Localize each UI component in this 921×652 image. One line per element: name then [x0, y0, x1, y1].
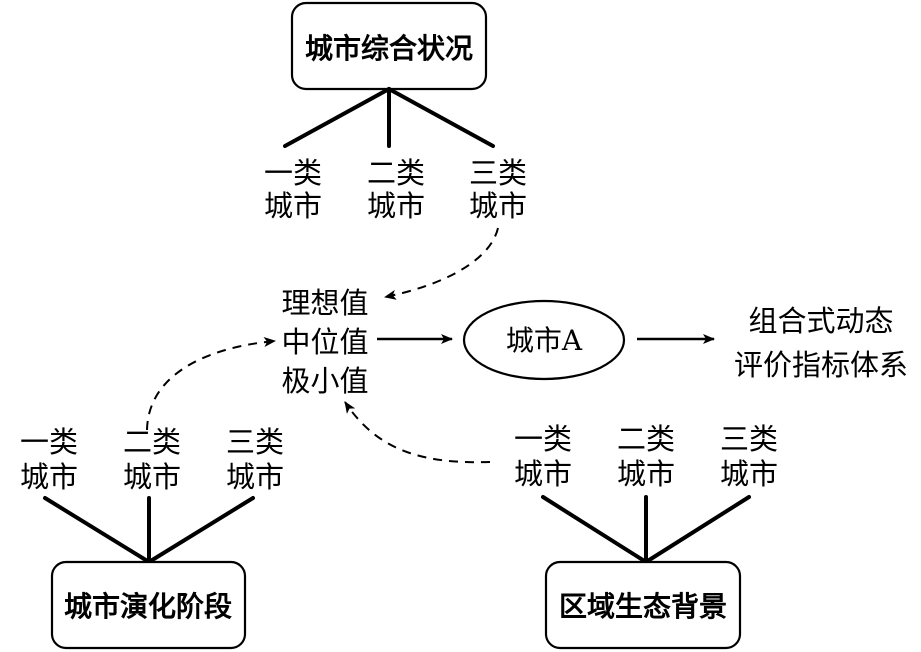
top-connector-1	[283, 87, 391, 148]
top-category-2-line2: 城市	[367, 189, 425, 223]
ideal-value-label: 理想值	[281, 286, 368, 320]
city-ellipse	[462, 299, 626, 381]
left-box-label: 城市演化阶段	[64, 590, 232, 623]
top-group: 城市综合状况 一类 城市 二类 城市 三类 城市	[264, 1, 527, 223]
left-category-3-line1: 三类	[226, 425, 284, 459]
left-category-2-line1: 二类	[123, 425, 181, 459]
top-category-2-line1: 二类	[367, 156, 425, 190]
right-category-2-line1: 二类	[617, 422, 675, 456]
right-group: 一类 城市 二类 城市 三类 城市 区域生态背景	[514, 422, 778, 650]
top-category-1-line2: 城市	[264, 189, 322, 223]
top-category-3-line1: 三类	[469, 156, 527, 190]
left-category-2-line2: 城市	[123, 460, 181, 494]
right-category-3-line2: 城市	[720, 457, 778, 491]
top-to-ideal-dashed-arrow	[384, 227, 499, 300]
right-category-3-line1: 三类	[720, 422, 778, 456]
result-line1: 组合式动态	[748, 304, 893, 338]
top-category-1-line1: 一类	[264, 156, 322, 190]
right-category-2-line2: 城市	[617, 457, 675, 491]
right-connector-1	[541, 495, 648, 564]
top-box-label: 城市综合状况	[305, 32, 473, 65]
left-group: 一类 城市 二类 城市 三类 城市 城市演化阶段	[20, 425, 284, 650]
left-category-1-line1: 一类	[20, 425, 78, 459]
left-connector-1	[43, 496, 151, 564]
left-category-1-line2: 城市	[20, 460, 78, 494]
right-box-label: 区域生态背景	[559, 590, 727, 623]
right-category-1-line1: 一类	[514, 422, 572, 456]
right-category-1-line2: 城市	[514, 457, 572, 491]
left-category-3-line2: 城市	[226, 460, 284, 494]
right-connector-3	[644, 495, 751, 564]
top-category-3-line2: 城市	[469, 189, 527, 223]
top-connector-3	[387, 87, 495, 148]
city-label: 城市A	[506, 324, 583, 357]
median-value-label: 中位值	[281, 325, 368, 359]
right-to-minimum-dashed-arrow	[344, 401, 491, 464]
right-box	[544, 560, 742, 650]
left-box	[50, 560, 247, 650]
minimum-value-label: 极小值	[281, 364, 368, 398]
left-connector-3	[147, 496, 255, 564]
values-group: 理想值 中位值 极小值	[281, 286, 368, 398]
result-line2: 评价指标体系	[734, 348, 908, 382]
left-to-median-dashed-arrow	[146, 337, 276, 431]
